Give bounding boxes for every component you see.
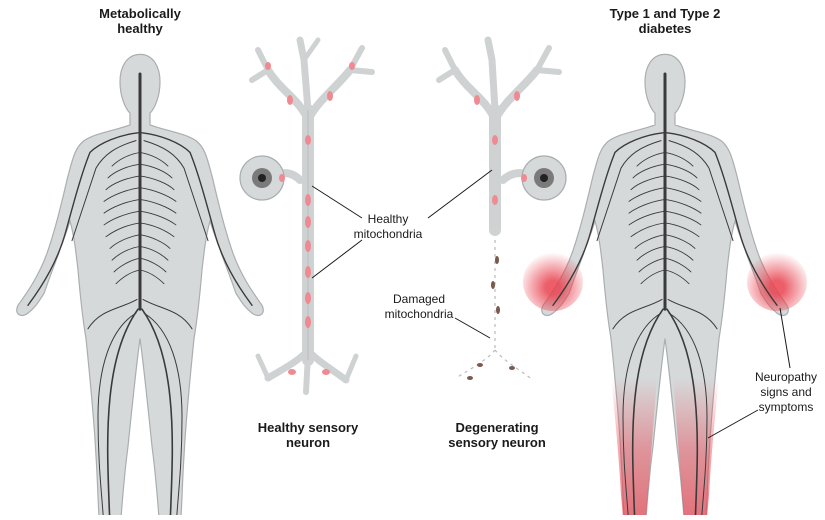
diabetic-body [523, 54, 807, 515]
left-title-line2: healthy [80, 21, 200, 36]
left-title-line1: Metabolically [80, 6, 200, 21]
left-title: Metabolically healthy [80, 6, 200, 36]
degenerating-caption-line1: Degenerating [432, 420, 562, 435]
healthy-neuron-caption: Healthy sensory neuron [243, 420, 373, 450]
neuropathy-line2: signs and [748, 385, 824, 400]
healthy-mito-line1: Healthy [338, 212, 438, 227]
neuropathy-line1: Neuropathy [748, 370, 824, 385]
right-title-line1: Type 1 and Type 2 [585, 6, 745, 21]
right-title-line2: diabetes [585, 21, 745, 36]
damaged-mitochondria-label: Damaged mitochondria [374, 292, 464, 322]
damaged-mito-line1: Damaged [374, 292, 464, 307]
degenerating-caption-line2: sensory neuron [432, 435, 562, 450]
damaged-mito-line2: mitochondria [374, 307, 464, 322]
neuropathy-label: Neuropathy signs and symptoms [748, 370, 824, 415]
degenerating-neuron [439, 40, 566, 380]
healthy-mitochondria-label: Healthy mitochondria [338, 212, 438, 242]
degenerating-neuron-caption: Degenerating sensory neuron [432, 420, 562, 450]
right-title: Type 1 and Type 2 diabetes [585, 6, 745, 36]
healthy-mito-line2: mitochondria [338, 227, 438, 242]
healthy-caption-line2: neuron [243, 435, 373, 450]
healthy-body [17, 54, 264, 515]
neuropathy-line3: symptoms [748, 400, 824, 415]
healthy-caption-line1: Healthy sensory [243, 420, 373, 435]
